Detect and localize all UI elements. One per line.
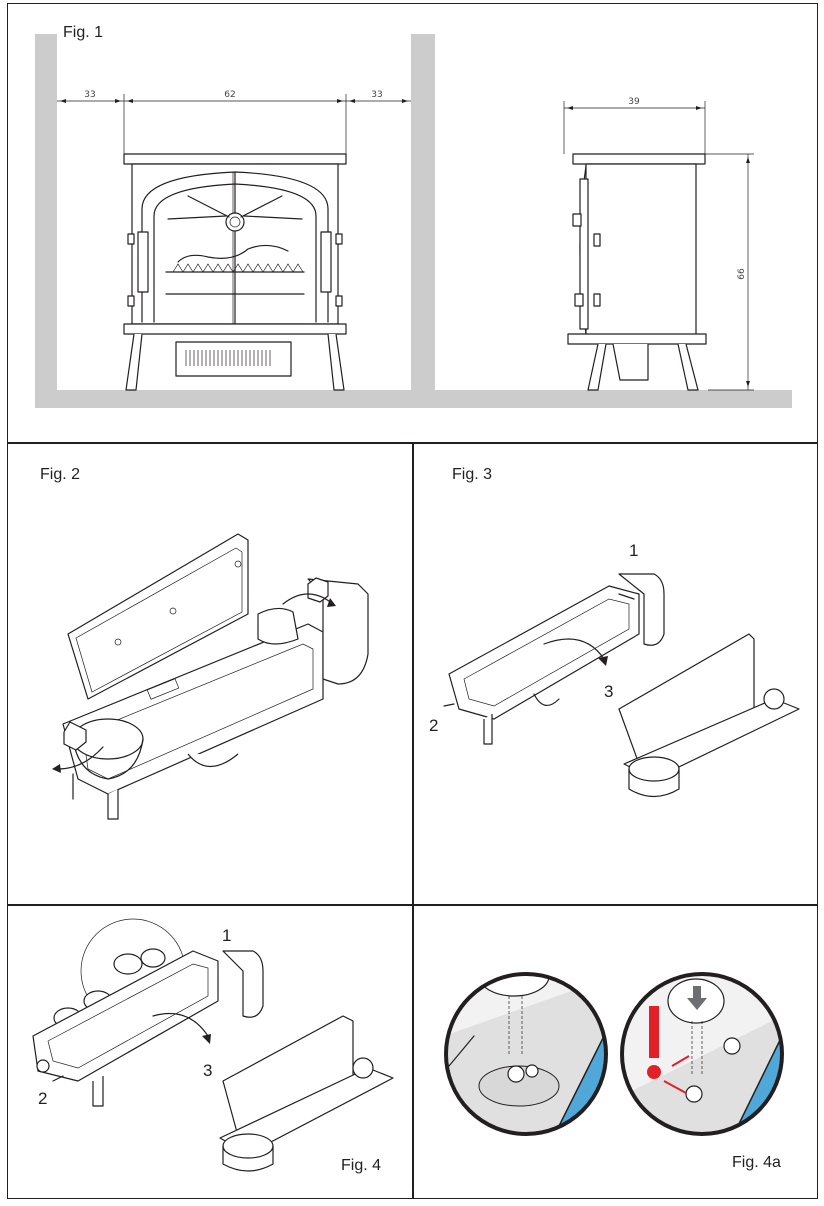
left-wall [35, 34, 57, 408]
fig1-panel: 33 62 33 [7, 3, 818, 443]
fig1-label: Fig. 1 [63, 24, 104, 41]
fig4a-label: Fig. 4a [732, 1154, 781, 1171]
fig3-step-3: 3 [604, 682, 613, 701]
fig4a-drawing [444, 972, 784, 1136]
stove-side-view [567, 153, 707, 391]
right-wall [411, 34, 435, 408]
dim-height: 66 [737, 268, 747, 280]
fig3-drawing: 1 2 3 [429, 541, 800, 798]
fig4-step-1: 1 [222, 926, 231, 945]
detail-circle-right [620, 972, 784, 1136]
fig3-step-1: 1 [629, 541, 638, 560]
detail-circle-left [444, 972, 608, 1136]
red-pointer-arrow-icon [671, 1055, 690, 1067]
warning-icon [647, 1006, 661, 1079]
fig2-panel: Fig. 2 [7, 443, 413, 905]
fig4-label: Fig. 4 [341, 1157, 382, 1174]
fig3-label: Fig. 3 [452, 466, 493, 483]
fig3-panel: 1 2 3 Fig. 3 [413, 443, 818, 905]
dim-depth: 39 [628, 97, 640, 107]
down-arrow-icon [687, 986, 707, 1010]
fig4-panel: 1 2 3 Fig. 4 [7, 905, 413, 1199]
fig4a-panel: Fig. 4a [413, 905, 818, 1199]
front-dimension-lines [57, 94, 411, 156]
fig3-step-2: 2 [429, 716, 438, 735]
fig2-drawing [52, 533, 369, 820]
fig4-step-2: 2 [38, 1089, 47, 1108]
fig4-step-3: 3 [203, 1061, 212, 1080]
dim-left-gap: 33 [84, 90, 95, 100]
dim-right-gap: 33 [371, 90, 382, 100]
floor [35, 390, 792, 408]
side-dimension-lines [563, 101, 754, 391]
fig2-label: Fig. 2 [40, 466, 81, 483]
fire-tray-assembly [52, 533, 369, 820]
tray-removal [443, 573, 800, 798]
tray-with-bulbs [32, 918, 394, 1172]
stove-front-view [123, 153, 347, 391]
dim-width: 62 [224, 90, 235, 100]
fig1-drawing: 33 62 33 [35, 34, 792, 408]
fig4-drawing: 1 2 3 [32, 918, 394, 1172]
